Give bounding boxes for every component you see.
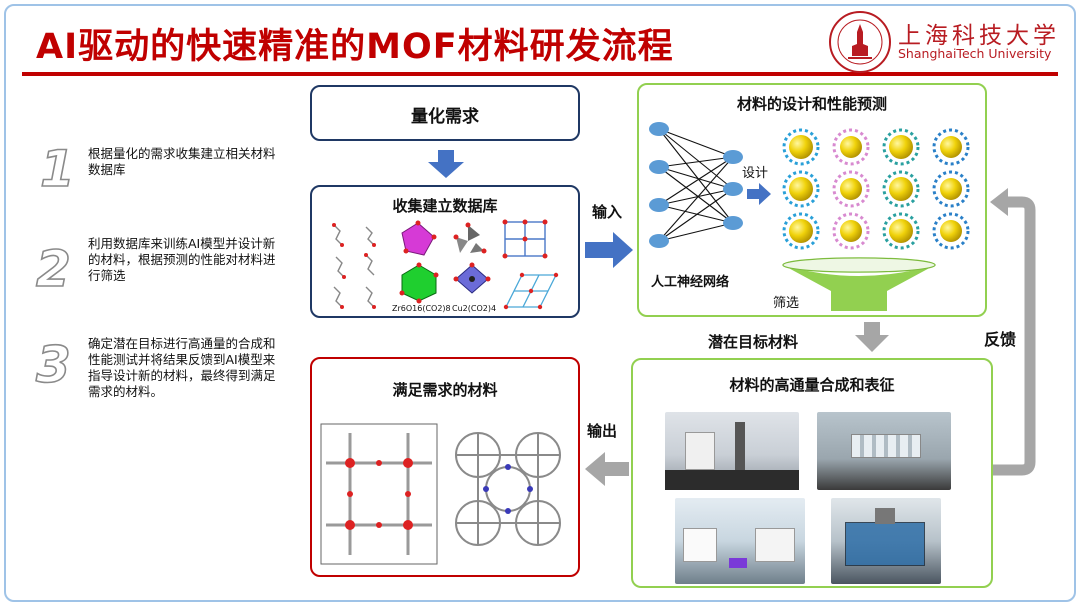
database-label: 收集建立数据库 — [392, 197, 498, 215]
result-framework-structure-right — [455, 432, 561, 546]
synthesis-label: 材料的高通量合成和表征 — [729, 376, 895, 394]
step-number-1: 1 — [39, 140, 75, 198]
lab-photo-workstation — [831, 498, 941, 584]
feedback-loop-arrow — [990, 188, 1036, 476]
result-label: 满足需求的材料 — [392, 381, 498, 399]
design-arrow — [747, 183, 771, 205]
lab-photo-robot-arm — [665, 412, 799, 490]
university-logo — [829, 11, 891, 73]
down-arrow-blue — [428, 150, 464, 178]
screening-funnel — [782, 257, 936, 311]
neural-net-label: 人工神经网络 — [651, 275, 730, 290]
input-arrow — [585, 232, 633, 268]
step-text-2: 利用数据库来训练AI模型并设计新的材料，根据预测的性能对材料进行筛选 — [88, 236, 276, 283]
neural-network-diagram — [649, 122, 743, 248]
quantify-label: 量化需求 — [411, 107, 479, 127]
formula-zr: Zr6O16(CO2)8 — [392, 304, 451, 313]
screen-label: 筛选 — [773, 296, 800, 311]
formula-cu: Cu2(CO2)4 — [452, 304, 497, 313]
magenta-cluster-icon — [401, 220, 437, 256]
page-title: AI驱动的快速精准的MOF材料研发流程 — [36, 27, 674, 67]
gray-cluster-icon — [453, 222, 487, 254]
design-box: 材料的设计和性能预测 人工神经网络 设计 — [637, 83, 987, 317]
feedback-label: 反馈 — [984, 330, 1017, 349]
output-label: 输出 — [587, 422, 618, 440]
design-label: 材料的设计和性能预测 — [736, 95, 887, 113]
lab-photo-room — [675, 498, 805, 584]
paddlewheel-icon — [453, 262, 491, 294]
step-number-2: 2 — [35, 240, 71, 298]
green-cluster-icon — [399, 262, 439, 304]
candidate-down-arrow — [855, 322, 889, 352]
university-name-en: ShanghaiTech University — [898, 46, 1052, 61]
title-divider — [22, 72, 1058, 76]
quantify-box: 量化需求 — [310, 85, 580, 141]
linker-molecules — [332, 223, 376, 309]
university-name-cn: 上海科技大学 — [898, 23, 1060, 49]
design-arrow-label: 设计 — [742, 166, 769, 181]
step-text-1: 根据量化的需求收集建立相关材料数据库 — [88, 146, 276, 177]
hex-lattice-icon — [503, 272, 559, 310]
database-box: 收集建立数据库 Zr6O16(C — [310, 185, 580, 318]
cubic-lattice-icon — [502, 219, 548, 259]
step-text-3: 确定潜在目标进行高通量的合成和性能测试并将结果反馈到AI模型来指导设计新的材料，… — [88, 336, 276, 399]
lab-photo-glassware — [817, 412, 951, 490]
candidate-label: 潜在目标材料 — [708, 333, 799, 351]
step-number-3: 3 — [35, 336, 71, 394]
result-box: 满足需求的材料 — [310, 357, 580, 577]
output-arrow — [585, 452, 629, 486]
input-label: 输入 — [592, 203, 623, 221]
result-framework-structure-left — [320, 423, 438, 565]
synthesis-box: 材料的高通量合成和表征 — [631, 358, 993, 588]
candidate-mof-grid — [782, 128, 970, 250]
